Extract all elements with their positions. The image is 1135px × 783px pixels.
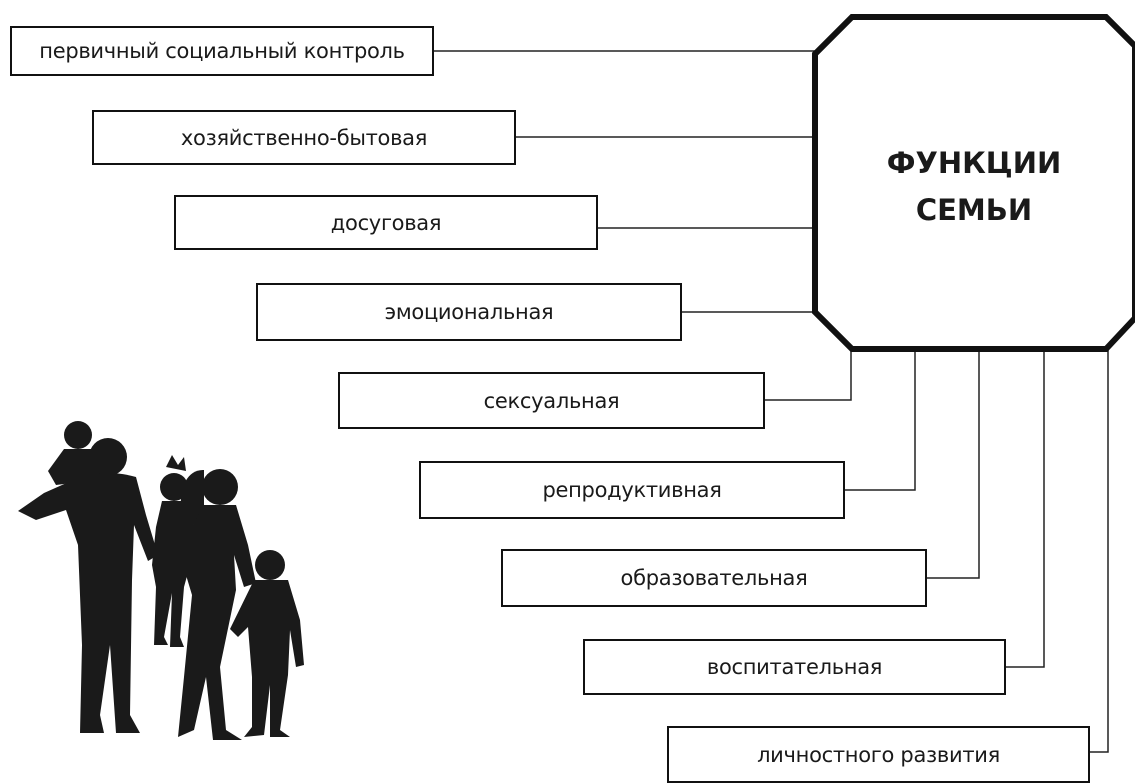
function-label: досуговая xyxy=(330,210,442,235)
hub-title-line-1: ФУНКЦИИ xyxy=(886,146,1062,180)
function-label: хозяйственно-бытовая xyxy=(180,125,428,150)
function-label: сексуальная xyxy=(483,388,620,413)
function-box-primary-social-control: первичный социальный контроль xyxy=(10,26,434,76)
function-box-reproductive: репродуктивная xyxy=(419,461,845,519)
function-label: воспитательная xyxy=(706,655,883,679)
function-label: первичный социальный контроль xyxy=(39,39,405,63)
function-box-personal-development: личностного развития xyxy=(667,726,1090,783)
function-box-sexual: сексуальная xyxy=(338,372,765,429)
function-box-household: хозяйственно-бытовая xyxy=(92,110,516,165)
hub-title-line-2: СЕМЬИ xyxy=(915,193,1033,227)
connector-line xyxy=(927,350,980,579)
function-box-upbringing: воспитательная xyxy=(583,639,1006,695)
connector-line xyxy=(1006,350,1045,668)
hub-title: ФУНКЦИИ СЕМЬИ xyxy=(815,140,1133,234)
function-box-leisure: досуговая xyxy=(174,195,598,250)
function-label: личностного развития xyxy=(757,742,1000,767)
function-label: образовательная xyxy=(620,566,808,590)
function-box-educational: образовательная xyxy=(501,549,927,607)
function-box-emotional: эмоциональная xyxy=(256,283,682,341)
function-label: репродуктивная xyxy=(542,478,722,502)
connector-line xyxy=(845,350,916,491)
hub-octagon xyxy=(812,14,1135,352)
connector-line xyxy=(765,350,852,401)
function-label: эмоциональная xyxy=(384,300,554,324)
family-silhouette-icon xyxy=(18,421,304,740)
connector-line xyxy=(1090,350,1109,753)
